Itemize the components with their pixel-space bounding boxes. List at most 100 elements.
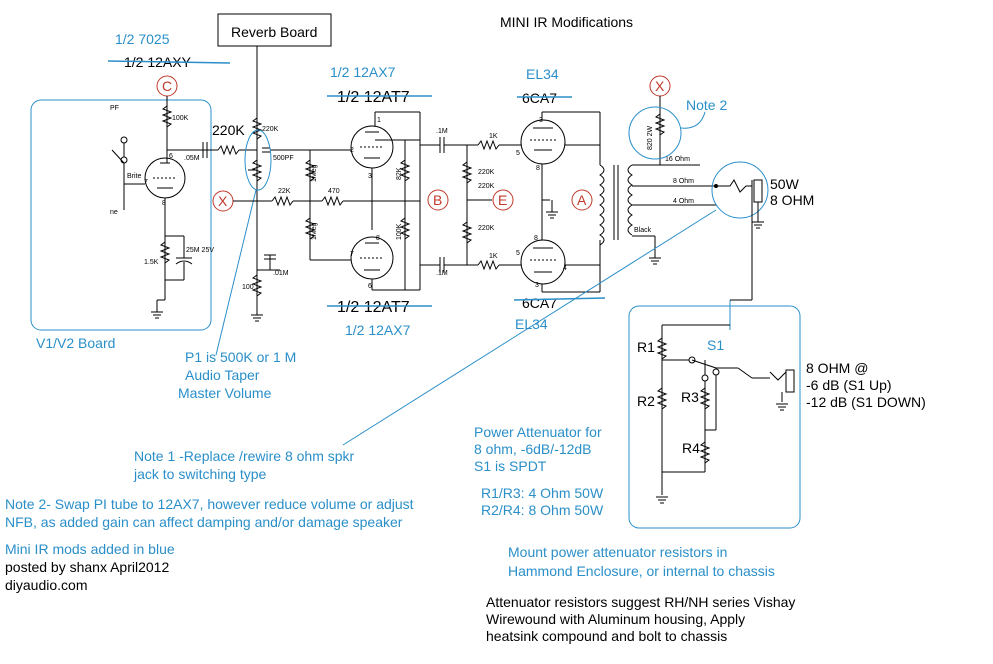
test-point-b [427, 189, 449, 211]
test-point-a-label: A [577, 192, 587, 208]
input-resistor-label: 220K [212, 122, 245, 138]
cap-1m-a-label: .1M [436, 128, 448, 135]
v1-pin6: 6 [169, 153, 173, 160]
note1-callout-line [342, 209, 717, 446]
pi-bottom-struck: 1/2 12AT7 [337, 299, 410, 316]
ne-label: ne [110, 209, 118, 216]
r100-label: 100 [242, 284, 254, 291]
resistor-note-3: heatsink compound and bolt to chassis [486, 628, 727, 644]
el34-top-struck: 6CA7 [522, 90, 557, 106]
cap-01m-label: .01M [273, 270, 289, 277]
mount-note-2: Hammond Enclosure, or internal to chassi… [508, 563, 775, 579]
r820-label: 820 2W [647, 125, 654, 150]
v1-coupling-cap-label: .05M [184, 155, 200, 162]
el34-bottom-label: EL34 [515, 316, 548, 332]
r1-label: R1 [637, 339, 655, 355]
pi-bottom-label: 1/2 12AX7 [345, 322, 411, 338]
el34-bottom-pin3: 3 [535, 282, 539, 289]
black-lead-label: Black [634, 227, 652, 234]
el34-bottom-struck: 6CA7 [522, 295, 557, 311]
r220k-c-label: 220K [478, 183, 495, 190]
test-point-c-label: C [162, 78, 172, 94]
r1meg-a-label: 1Meg [311, 164, 318, 182]
pi-top-pin1: 1 [377, 117, 381, 124]
r100k-label: 100K [396, 223, 403, 240]
attenuator-values-2: R2/R4: 8 Ohm 50W [481, 502, 604, 518]
attenuator-output-2: -6 dB (S1 Up) [806, 377, 892, 393]
attenuator-output-1: 8 OHM @ [806, 360, 868, 376]
attenuator-outline [628, 305, 801, 529]
test-point-e-label: E [498, 192, 507, 208]
tap-8-label: 8 Ohm [673, 178, 694, 185]
attenuator-output-3: -12 dB (S1 DOWN) [806, 394, 926, 410]
test-point-x-right-label: X [655, 78, 665, 94]
speaker-watts: 50W [770, 176, 800, 192]
el34-top-pin5: 5 [516, 150, 520, 157]
resistor-note-2: Wirewound with Aluminum housing, Apply [486, 611, 745, 627]
p1-note-line2: Audio Taper [185, 367, 260, 383]
diagram-title: MINI IR Modifications [500, 14, 633, 30]
attenuator-speaker-icon [785, 369, 795, 393]
test-point-e [492, 189, 514, 211]
reverb-board-label: Reverb Board [231, 24, 317, 40]
el34-bottom-pin4: 4 [563, 265, 567, 272]
pi-bottom-pin8: 8 [376, 235, 380, 242]
tap-16-label: 16 Ohm [665, 156, 690, 163]
credits-line2: posted by shanx April2012 [5, 559, 169, 575]
test-point-a [571, 189, 593, 211]
pi-top-struck: 1/2 12AT7 [337, 89, 410, 106]
speaker-ohms: 8 OHM [770, 192, 814, 208]
attenuator-desc-2: 8 ohm, -6dB/-12dB [474, 441, 592, 457]
r2-label: R2 [637, 393, 655, 409]
v1-pin8: 8 [162, 200, 166, 207]
pi-top-label: 1/2 12AX7 [330, 64, 396, 80]
note1-line2: jack to switching type [133, 466, 266, 482]
note2-marker: Note 2 [686, 97, 727, 113]
note2-line2: NFB, as added gain can affect damping an… [5, 514, 403, 530]
tap-4-label: 4 Ohm [673, 198, 694, 205]
el34-tube-top [520, 119, 566, 165]
el34-top-pin3: 3 [539, 117, 543, 124]
el34-top-label: EL34 [526, 66, 559, 82]
pi-bottom-pin6: 6 [368, 283, 372, 290]
credits-line3: diyaudio.com [5, 577, 88, 593]
r220k-b-label: 220K [478, 225, 495, 232]
r4-label: R4 [682, 440, 700, 456]
r1k-b-label: 1K [489, 253, 498, 260]
v1-bypass-cap-label: 25M 25V [186, 247, 214, 254]
reverb-board-box [217, 13, 332, 47]
el34-top-pin8: 8 [536, 165, 540, 172]
pf-label: PF [110, 105, 119, 112]
bright-cap-label: 500PF [273, 155, 294, 162]
v1v2-board-label: V1/V2 Board [36, 335, 115, 351]
p1-note-line1: P1 is 500K or 1 M [185, 349, 296, 365]
attenuator-desc-3: S1 is SPDT [474, 458, 547, 474]
r470-label: 470 [328, 188, 340, 195]
pot-highlight [244, 129, 272, 191]
v1-new-label: 1/2 7025 [115, 31, 170, 47]
pi-top-pin2: 2 [350, 147, 354, 154]
r22k-label: 22K [278, 188, 291, 195]
mount-note-1: Mount power attenuator resistors in [508, 544, 727, 560]
v1-pin7: 7 [144, 179, 148, 186]
cap-1m-b-label: .1M [436, 270, 448, 277]
pot-label: 220K [262, 126, 279, 133]
credits-line1: Mini IR mods added in blue [5, 541, 175, 557]
pi-top-pin3: 3 [368, 173, 372, 180]
attenuator-desc-1: Power Attenuator for [474, 424, 602, 440]
strike-line [107, 60, 231, 64]
p1-note-line3: Master Volume [178, 385, 272, 401]
v1-plate-resistor-label: 100K [172, 115, 189, 122]
test-point-b-label: B [433, 192, 442, 208]
r82k-label: 82K [396, 167, 403, 180]
pi-bottom-pin7: 7 [350, 251, 354, 258]
v1-cathode-resistor-label: 1.5K [144, 259, 159, 266]
speaker-jack-highlight [711, 161, 769, 219]
speaker-icon [753, 179, 763, 203]
r220k-a-label: 220K [478, 169, 495, 176]
r3-label: R3 [681, 389, 699, 405]
r1meg-b-label: 1Meg [311, 222, 318, 240]
el34-tube-bottom [520, 239, 566, 285]
